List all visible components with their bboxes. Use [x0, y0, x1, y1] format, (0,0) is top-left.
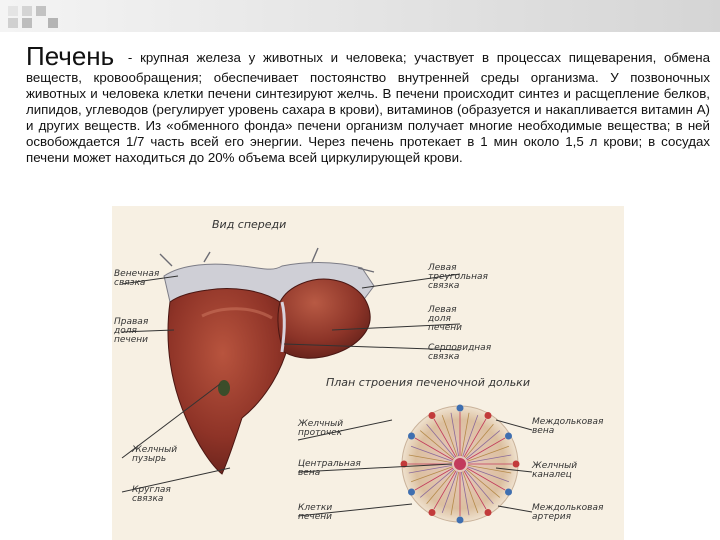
label-interlobular-vein: Междольковая вена: [532, 417, 604, 436]
lobule-spoke: [433, 418, 457, 458]
label-liver-cells: Клетки печени: [298, 503, 333, 522]
lobule-spoke: [467, 445, 510, 462]
lobule-drawing: [400, 404, 520, 524]
lobule-spoke: [465, 430, 501, 460]
deco-square: [48, 18, 58, 28]
lobule-spoke: [464, 469, 494, 505]
lobule-spoke: [414, 467, 454, 491]
label-bile-duct: Желчный проточек: [298, 419, 344, 438]
rim-vessel: [428, 509, 436, 516]
liver-figure: Вид спереди План строения печеночной дол…: [112, 206, 624, 540]
lobule-spoke: [463, 470, 487, 510]
lobule-spoke: [433, 470, 457, 510]
lobule-spoke: [463, 418, 487, 458]
lobule-heading: План строения печеночной дольки: [326, 376, 530, 389]
lobule-spoke: [414, 437, 454, 461]
lobule-spoke: [461, 412, 470, 457]
lobule-spoke: [408, 465, 453, 474]
slide-title: Печень: [26, 41, 115, 71]
lobule-spoke: [467, 454, 512, 463]
rim-vessel: [428, 412, 436, 419]
header-stripe: [0, 0, 720, 32]
rim-vessel: [484, 509, 492, 516]
lobule-spoke: [450, 412, 459, 457]
slide-body: - крупная железа у животных и человека; …: [26, 50, 710, 165]
label-coronary-ligament: Венечная связка: [114, 269, 160, 288]
label-central-vein: Центральная вена: [298, 459, 361, 478]
deco-square: [8, 18, 18, 28]
lobule-spoke: [466, 437, 506, 461]
rim-vessel: [505, 488, 512, 496]
liver-drawing: [159, 247, 375, 475]
slide-text: Печень - крупная железа у животных и чел…: [26, 42, 710, 166]
label-bile-canal: Желчный каналец: [532, 461, 578, 480]
deco-square: [8, 6, 18, 16]
lobule-spoke: [419, 430, 455, 460]
label-gallbladder: Желчный пузырь: [132, 445, 178, 464]
rim-vessel: [456, 516, 464, 524]
lobule-spoke: [462, 414, 479, 457]
leader-lines: [121, 273, 533, 517]
lobule-spoke: [467, 465, 512, 474]
lobule-spoke: [419, 468, 455, 498]
rim-vessel: [456, 404, 464, 412]
deco-square: [36, 6, 46, 16]
lobule-spoke: [450, 471, 459, 516]
liver-illustration: [121, 247, 533, 524]
lobule-spoke: [426, 423, 456, 459]
rim-vessel: [400, 460, 408, 468]
lobule-spoke: [441, 414, 458, 457]
lobule-spoke: [410, 466, 453, 483]
lobule-spoke: [408, 454, 453, 463]
rim-vessel: [484, 412, 492, 419]
deco-square: [22, 18, 32, 28]
lobule-spoke: [467, 466, 510, 483]
label-left-lobe: Левая доля печени: [428, 305, 463, 333]
lobule-spoke: [461, 471, 470, 516]
lobule-spoke: [426, 469, 456, 505]
deco-square: [22, 6, 32, 16]
lobule-spoke: [441, 471, 458, 514]
label-round-ligament: Круглая связка: [132, 485, 171, 504]
label-falciform-ligament: Серповидная связка: [428, 343, 492, 362]
lobule-spoke: [465, 468, 501, 498]
lobule-spoke: [466, 467, 506, 491]
lobule-spoke: [410, 445, 453, 462]
rim-vessel: [505, 432, 512, 440]
lobule-spoke: [464, 423, 494, 459]
rim-vessel: [512, 460, 520, 468]
label-right-lobe: Правая доля печени: [114, 317, 149, 345]
lobule-spoke: [462, 471, 479, 514]
liver-view-heading: Вид спереди: [212, 218, 287, 231]
rim-vessel: [408, 488, 415, 496]
rim-vessel: [408, 432, 415, 440]
label-interlobular-artery: Междольковая артерия: [532, 503, 604, 522]
label-triangular-ligament: Левая треугольная связка: [428, 263, 488, 291]
